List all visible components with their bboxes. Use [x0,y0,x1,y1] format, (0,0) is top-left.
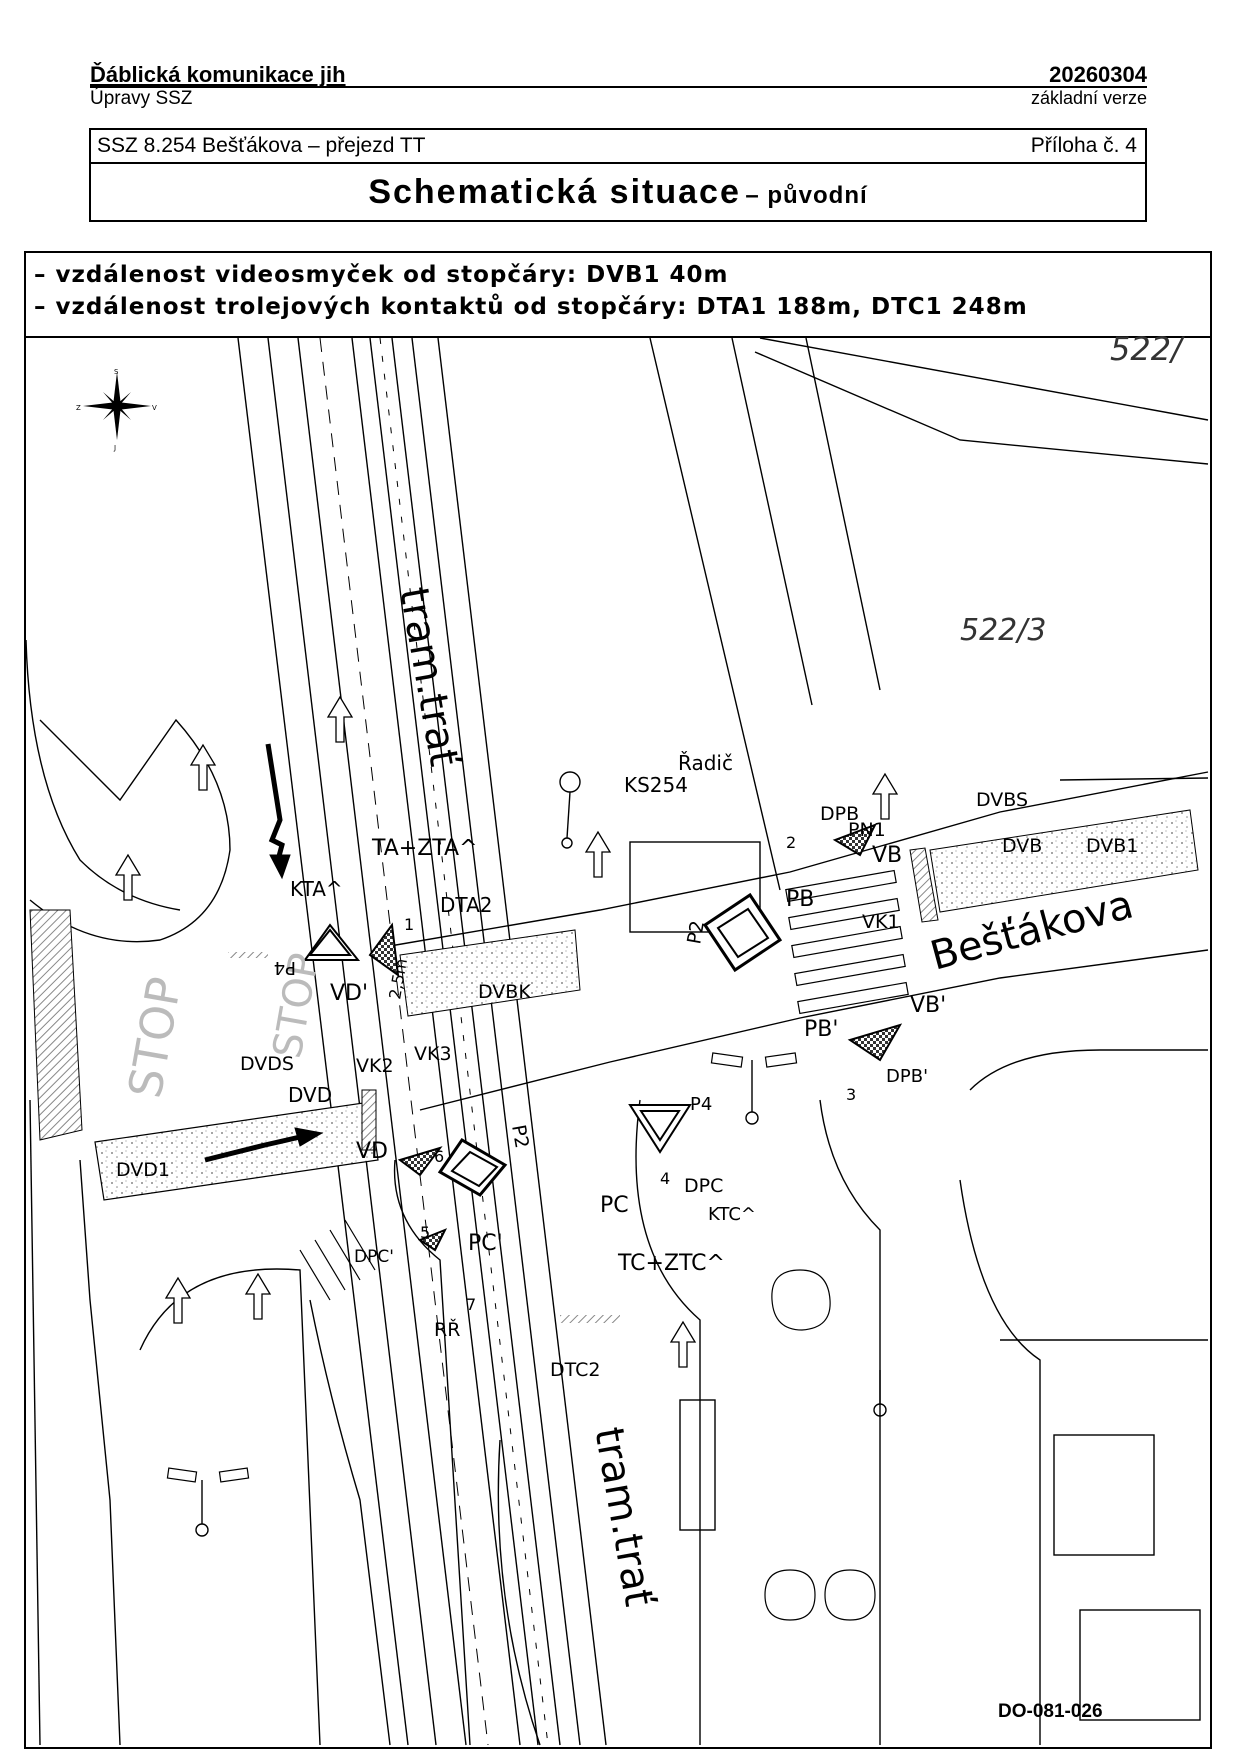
label-pb: PB [786,887,814,912]
label-p4-left: P4 [274,957,296,978]
compass-rose: S J Z V [76,368,157,452]
label-dta2: DTA2 [440,893,492,917]
controller-code: KS254 [624,773,688,797]
tram-track-label-1: tram.trať [390,584,467,770]
label-pc: PC [600,1193,629,1218]
parcel-label: 522/3 [960,613,1046,648]
map-linework [25,337,1209,1746]
compass-v: V [152,404,157,412]
label-vk2: VK2 [356,1055,394,1077]
label-n4: 4 [660,1169,670,1188]
label-vb: VB [872,843,902,868]
document-date: 20260304 [1049,62,1147,87]
label-pb-prime: PB' [804,1017,838,1042]
label-p2-right: P2 [683,919,709,946]
title-box: SSZ 8.254 Bešťákova – přejezd TT Příloha… [89,128,1147,222]
drawing-frame [24,251,1212,1749]
label-vk1: VK1 [862,911,900,933]
label-dvbs: DVBS [976,789,1028,811]
label-dvds: DVDS [240,1053,294,1075]
lane-arrows [114,695,899,1368]
compass-z: Z [76,404,81,412]
label-vd-prime: VD' [330,981,368,1006]
label-dpb: DPB [820,803,859,825]
label-p4-right: P4 [690,1094,712,1115]
signal-symbols [303,823,903,1252]
label-dtc2: DTC2 [550,1359,600,1381]
label-pn1: PN1 [848,819,886,841]
controller-label: Řadič [678,751,733,775]
label-vk3: VK3 [414,1043,452,1065]
tram-track-label-2: tram.trať [585,1424,662,1610]
drawing-title-main: Schematická situace [368,173,741,211]
label-dvd: DVD [288,1083,332,1107]
compass-s: S [114,368,119,376]
label-n5: 5 [420,1223,430,1242]
label-n2: 2 [786,833,796,852]
note-trolley-contacts: – vzdálenost trolejových kontaktů od sto… [34,294,1028,320]
document-version: základní verze [1030,88,1147,108]
drawing-number: DO-081-026 [998,1701,1103,1722]
header-rule [90,86,1147,88]
label-dvd1: DVD1 [116,1159,170,1181]
label-ta-zta: TA+ZTA^ [371,836,478,861]
map-labels: 522/ 522/3 tram.trať tram.trať Bešťákova… [116,330,1185,1610]
label-dvb1: DVB1 [1086,835,1138,857]
label-tc-ztc: TC+ZTC^ [617,1251,725,1276]
traffic-arrows [204,743,324,1163]
project-subtitle: Úpravy SSZ [90,88,193,109]
label-n7: 7 [466,1295,476,1314]
label-ktc: KTC^ [708,1204,756,1225]
map-fills [29,809,1199,1323]
label-rr: RŘ [434,1318,460,1341]
project-title: Ďáblická komunikace jih [90,62,346,87]
stop-marking-1: STOP [118,973,192,1102]
label-dvbk: DVBK [478,981,531,1003]
note-video-loops: – vzdálenost videosmyček od stopčáry: DV… [34,262,729,288]
drawing-title: Schematická situace – původní [91,173,1145,212]
label-p2-center: P2 [507,1123,533,1150]
title-box-header-row: SSZ 8.254 Bešťákova – přejezd TT Příloha… [91,130,1145,164]
parcel-top-label: 522/ [1110,330,1185,368]
label-dpc-prime: DPC' [354,1247,394,1267]
label-n1: 1 [404,915,414,934]
ssz-label: SSZ 8.254 Bešťákova – přejezd TT [97,134,426,157]
drawing-title-suffix: – původní [745,182,868,209]
label-vd: VD [356,1139,388,1164]
label-n3: 3 [846,1085,856,1104]
label-n6: 6 [434,1147,444,1166]
label-dvb: DVB [1002,835,1042,857]
label-dpc: DPC [684,1175,723,1197]
attachment-label: Příloha č. 4 [1030,134,1137,157]
notes-box: – vzdálenost videosmyček od stopčáry: DV… [24,251,1212,338]
label-kta: KTA^ [290,877,343,901]
compass-j: J [113,444,116,452]
label-pc-prime: PC' [468,1231,503,1256]
label-dpb-prime: DPB' [886,1066,928,1087]
label-vb-prime: VB' [910,993,946,1018]
